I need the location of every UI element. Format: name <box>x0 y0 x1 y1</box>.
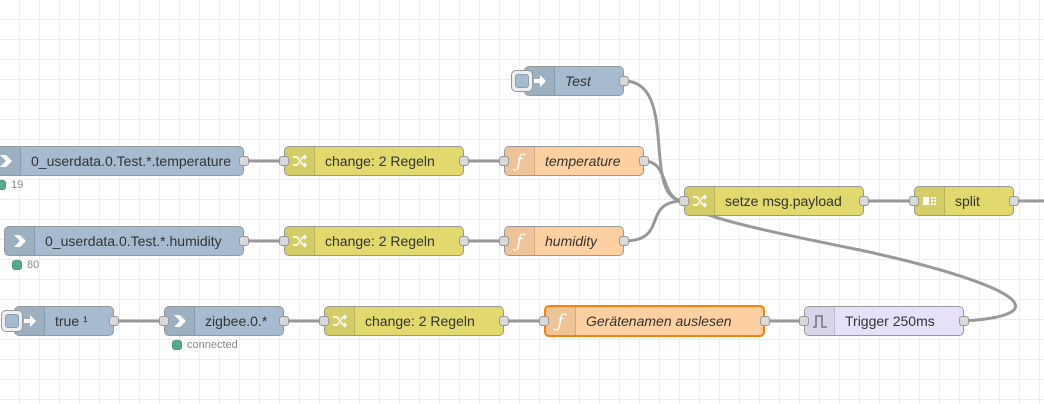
trigger-node[interactable]: Trigger 250ms <box>799 306 969 336</box>
output-port[interactable] <box>1009 196 1019 206</box>
node-label: zigbee.0.* <box>205 313 268 329</box>
function-node-device-names[interactable]: ƒ Gerätenamen auslesen <box>539 305 770 337</box>
mqtt-in-node-temperature[interactable]: 0_userdata.0.Test.*.temperature <box>0 146 249 176</box>
split-icon <box>915 187 945 215</box>
node-label: setze msg.payload <box>725 193 842 209</box>
status-badge: 19 <box>0 179 23 191</box>
inject-button[interactable] <box>1 310 23 332</box>
output-port[interactable] <box>459 156 469 166</box>
shuffle-icon <box>325 307 355 335</box>
mqtt-in-node-humidity[interactable]: 0_userdata.0.Test.*.humidity <box>4 226 249 256</box>
inject-button[interactable] <box>511 70 533 92</box>
node-label: true ¹ <box>55 313 88 329</box>
node-label: temperature <box>545 153 621 169</box>
shuffle-icon <box>285 227 315 255</box>
output-port[interactable] <box>279 316 289 326</box>
trigger-icon <box>805 307 835 335</box>
node-label: 0_userdata.0.Test.*.temperature <box>31 153 232 169</box>
input-port[interactable] <box>909 196 919 206</box>
status-badge: connected <box>172 339 238 351</box>
mqtt-in-icon <box>165 307 195 335</box>
node-label: change: 2 Regeln <box>325 153 435 169</box>
output-port[interactable] <box>499 316 509 326</box>
input-port[interactable] <box>279 236 289 246</box>
node-label: split <box>955 193 980 209</box>
status-dot-icon <box>172 340 182 350</box>
wire-hum-function-to-payload[interactable] <box>623 199 685 243</box>
inject-node-test[interactable]: Test <box>511 66 629 96</box>
node-label: humidity <box>545 233 598 249</box>
split-node[interactable]: split <box>909 186 1019 216</box>
change-node-zigbee[interactable]: change: 2 Regeln <box>319 306 509 336</box>
output-port[interactable] <box>109 316 119 326</box>
change-node-temperature[interactable]: change: 2 Regeln <box>279 146 469 176</box>
input-port[interactable] <box>799 316 809 326</box>
input-port[interactable] <box>319 316 329 326</box>
input-port[interactable] <box>279 156 289 166</box>
mqtt-in-icon <box>5 227 35 255</box>
node-label: Trigger 250ms <box>845 313 935 329</box>
input-port[interactable] <box>539 316 549 326</box>
function-icon: ƒ <box>505 147 535 175</box>
output-port[interactable] <box>760 316 770 326</box>
status-badge: 80 <box>12 259 39 271</box>
wire-test-to-payload[interactable] <box>623 79 685 203</box>
zigbee-in-node[interactable]: zigbee.0.* <box>159 306 289 336</box>
inject-node-true[interactable]: true ¹ <box>1 306 119 336</box>
change-node-payload[interactable]: setze msg.payload <box>679 186 869 216</box>
status-dot-icon <box>12 260 22 270</box>
node-label: 0_userdata.0.Test.*.humidity <box>45 233 222 249</box>
node-label: change: 2 Regeln <box>365 313 475 329</box>
output-port[interactable] <box>239 236 249 246</box>
output-port[interactable] <box>619 236 629 246</box>
shuffle-icon <box>285 147 315 175</box>
shuffle-icon <box>685 187 715 215</box>
output-port[interactable] <box>859 196 869 206</box>
function-node-humidity[interactable]: ƒ humidity <box>499 226 629 256</box>
node-label: Test <box>565 73 591 89</box>
output-port[interactable] <box>639 156 649 166</box>
mqtt-in-icon <box>0 147 21 175</box>
node-label: Gerätenamen auslesen <box>586 313 732 329</box>
input-port[interactable] <box>159 316 169 326</box>
change-node-humidity[interactable]: change: 2 Regeln <box>279 226 469 256</box>
output-port[interactable] <box>239 156 249 166</box>
function-icon: ƒ <box>546 307 576 335</box>
output-port[interactable] <box>619 76 629 86</box>
wire-trigger-to-payload[interactable] <box>682 200 1017 323</box>
input-port[interactable] <box>679 196 689 206</box>
function-node-temperature[interactable]: ƒ temperature <box>499 146 649 176</box>
output-port[interactable] <box>459 236 469 246</box>
input-port[interactable] <box>499 156 509 166</box>
node-label: change: 2 Regeln <box>325 233 435 249</box>
status-dot-icon <box>0 180 6 190</box>
function-icon: ƒ <box>505 227 535 255</box>
wire-temp-function-to-payload[interactable] <box>643 159 685 203</box>
output-port[interactable] <box>959 316 969 326</box>
input-port[interactable] <box>499 236 509 246</box>
